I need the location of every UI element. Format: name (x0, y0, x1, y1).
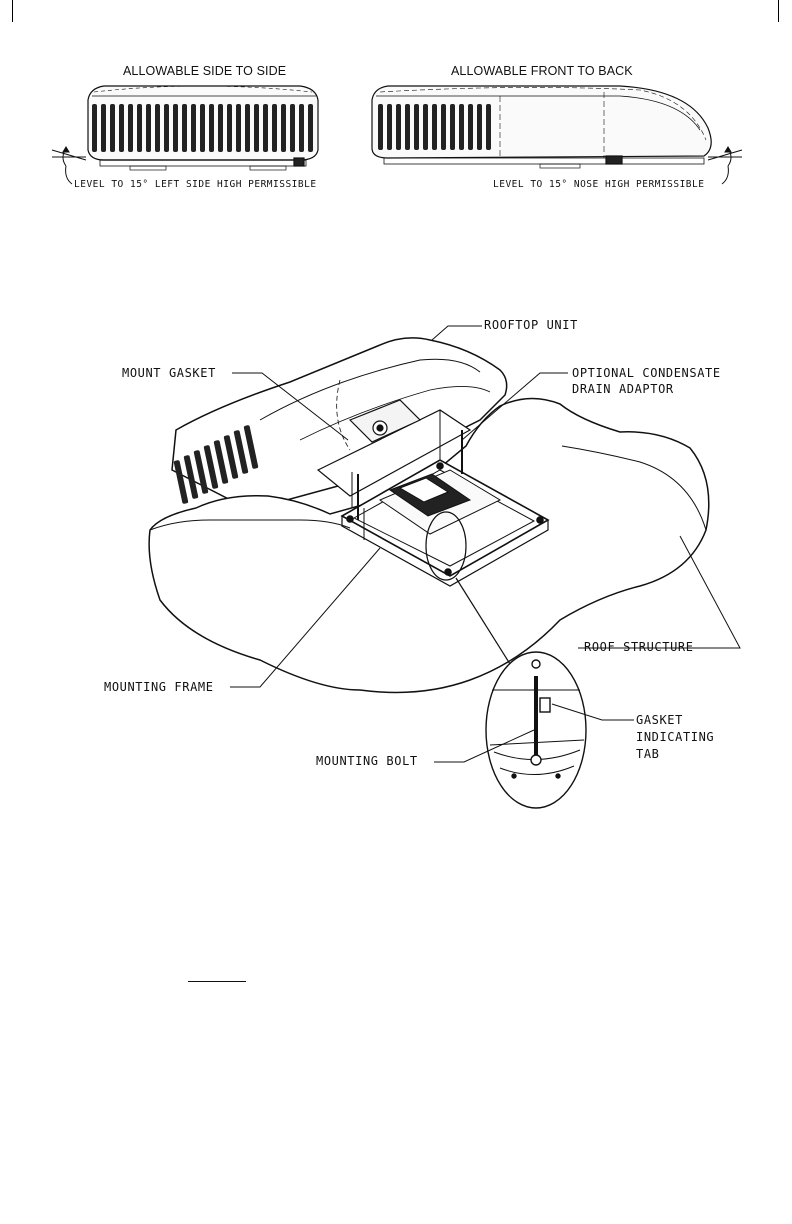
label-gasket-tab-line2: INDICATING (636, 729, 714, 746)
label-mounting-frame: MOUNTING FRAME (104, 679, 214, 696)
label-condensate-line1: OPTIONAL CONDENSATE (572, 365, 721, 382)
label-roof-structure: ROOF STRUCTURE (584, 639, 694, 656)
label-condensate-line2: DRAIN ADAPTOR (572, 381, 674, 398)
detail-zoom (486, 652, 586, 808)
label-mounting-bolt: MOUNTING BOLT (316, 753, 418, 770)
label-gasket-tab-line3: TAB (636, 746, 659, 763)
label-rooftop-unit: ROOFTOP UNIT (484, 317, 578, 334)
underline-rule (188, 981, 246, 982)
label-gasket-tab-line1: GASKET (636, 712, 683, 729)
label-mount-gasket: MOUNT GASKET (122, 365, 216, 382)
